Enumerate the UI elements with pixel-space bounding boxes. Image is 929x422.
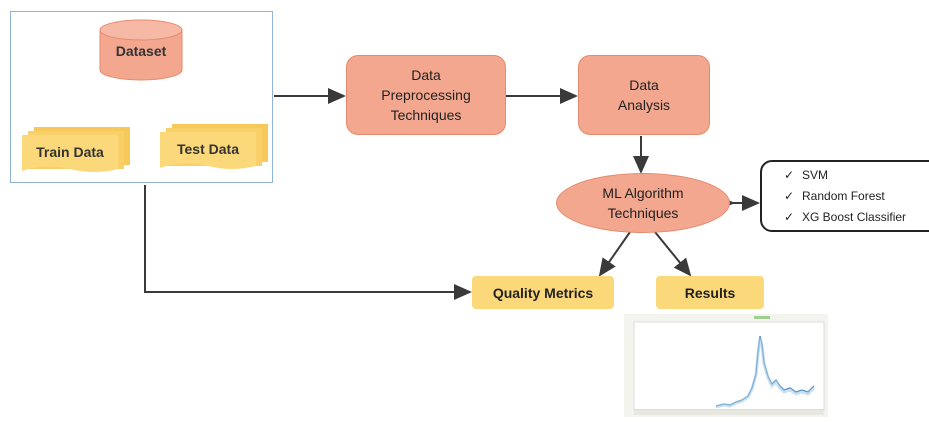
analysis-box: Data Analysis: [578, 55, 710, 135]
algorithm-list-box: [760, 160, 929, 232]
check-icon: ✓: [784, 168, 795, 182]
arrow-to-quality: [598, 231, 631, 277]
results-chart-image: [633, 316, 825, 415]
preprocessing-label: Data Preprocessing Techniques: [381, 67, 471, 123]
check-icon: ✓: [784, 189, 795, 203]
results-chart-thumbnail: [624, 314, 828, 417]
arrow-to-results: [654, 231, 692, 277]
algorithm-item: ✓SVM: [784, 165, 906, 186]
results-box: Results: [656, 276, 764, 309]
arrow-dataset-to-quality: [144, 185, 472, 300]
algorithm-item: ✓XG Boost Classifier: [784, 207, 906, 228]
results-label: Results: [684, 284, 736, 301]
dataset-label: Dataset: [115, 43, 167, 59]
quality-metrics-box: Quality Metrics: [472, 276, 614, 309]
train-data-label: Train Data: [36, 144, 104, 160]
ml-algorithm-label: ML Algorithm Techniques: [602, 185, 684, 221]
test-data-label: Test Data: [177, 141, 239, 157]
algorithm-item: ✓Random Forest: [784, 186, 906, 207]
test-data-stack-icon: [160, 124, 268, 169]
algorithm-list: ✓SVM ✓Random Forest ✓XG Boost Classifier: [784, 165, 906, 228]
ml-algorithm-ellipse: ML Algorithm Techniques: [556, 173, 730, 233]
train-data-stack-icon: [22, 127, 130, 172]
dataset-cylinder-icon: [99, 19, 183, 81]
analysis-label: Data Analysis: [617, 77, 671, 113]
quality-metrics-label: Quality Metrics: [492, 284, 594, 301]
preprocessing-box: Data Preprocessing Techniques: [346, 55, 506, 135]
check-icon: ✓: [784, 210, 795, 224]
